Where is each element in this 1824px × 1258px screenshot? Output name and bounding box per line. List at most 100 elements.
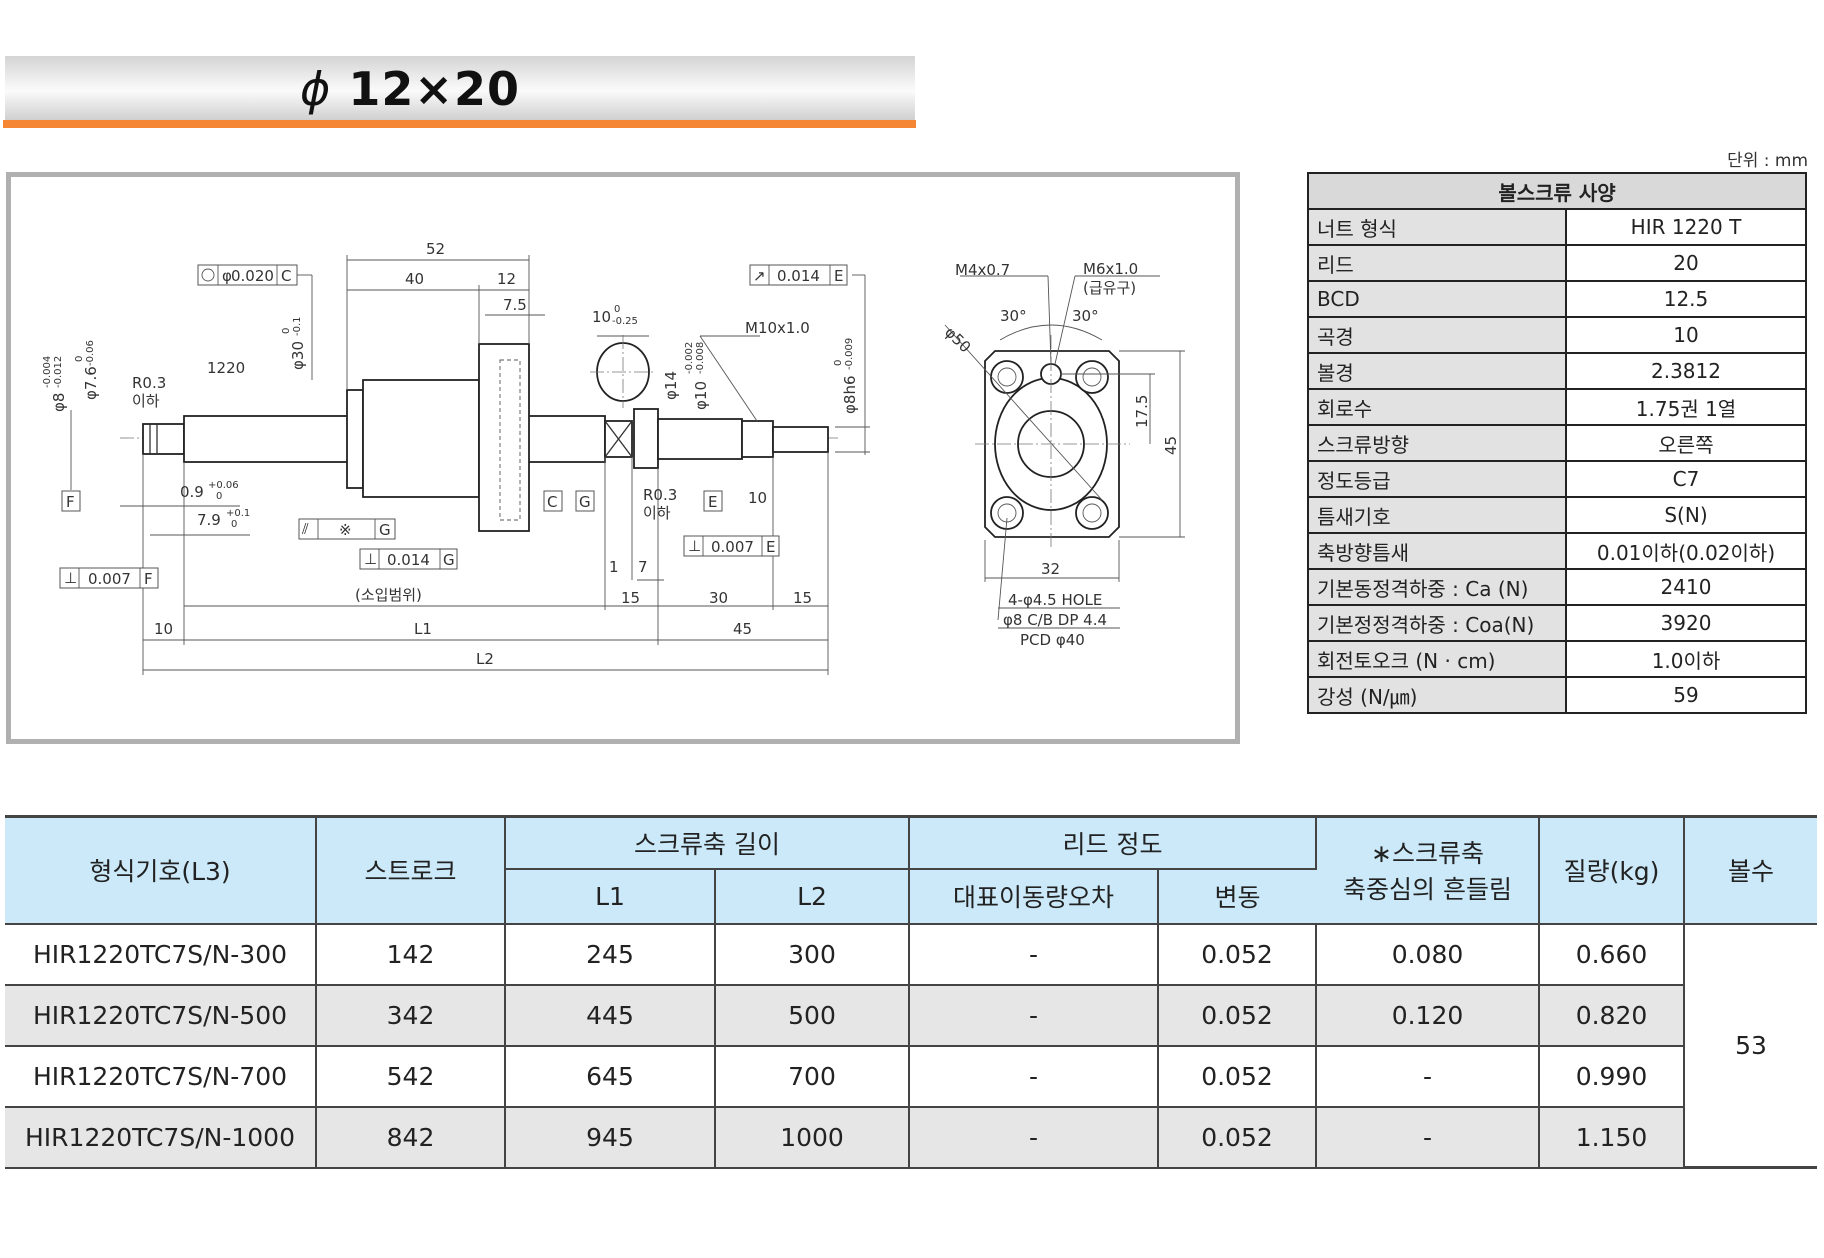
dim-label: φ8	[50, 393, 68, 412]
tolerance: 0	[614, 304, 620, 315]
cell-variation: 0.052	[1158, 1045, 1317, 1108]
dim-label: 52	[426, 240, 445, 258]
dim-label: 1220	[207, 359, 245, 377]
dim-label: 7.5	[503, 296, 527, 314]
spec-value: S(N)	[1565, 496, 1807, 534]
hardening-range-label: (소입범위)	[355, 586, 422, 604]
dim-label: 17.5	[1133, 395, 1151, 428]
fcf-datum: G	[443, 551, 455, 569]
dim-label-l2: L2	[476, 650, 494, 668]
bearing-journal	[657, 418, 743, 460]
cell-runout: 0.080	[1316, 923, 1540, 986]
spec-title: 볼스크류 사양	[1307, 172, 1807, 210]
cell-rep-error: -	[909, 923, 1159, 986]
tolerance: 0	[281, 328, 292, 334]
hole-note: φ8 C/B DP 4.4	[1003, 611, 1107, 629]
fcf-datum: C	[281, 267, 291, 285]
tolerance: +0.1	[226, 508, 250, 519]
angle-label: 30°	[1072, 307, 1099, 325]
fcf-symbol: ⫽	[301, 520, 309, 538]
header-l2: L2	[715, 868, 910, 925]
spec-value: 3920	[1565, 604, 1807, 642]
datum-label: E	[708, 493, 717, 511]
spec-value: 0.01이하(0.02이하)	[1565, 532, 1807, 570]
dim-label: 7.9	[197, 511, 221, 529]
fcf-datum: G	[379, 521, 391, 539]
spec-label: 스크류방향	[1307, 424, 1567, 462]
spec-label: 회로수	[1307, 388, 1567, 426]
cell-runout: -	[1316, 1045, 1540, 1108]
datum-label: F	[66, 493, 75, 511]
spec-value: 20	[1565, 244, 1807, 282]
dim-label: 40	[405, 270, 424, 288]
header-model: 형식기호(L3)	[5, 815, 317, 925]
tolerance: -0.1	[292, 316, 303, 336]
cell-l1: 645	[505, 1045, 716, 1108]
dim-label: M10x1.0	[745, 319, 810, 337]
hole-note: 4-φ4.5 HOLE	[1008, 591, 1102, 609]
spec-value: C7	[1565, 460, 1807, 498]
header-l1: L1	[505, 868, 716, 925]
collar	[633, 408, 659, 469]
cell-mass: 0.820	[1539, 984, 1685, 1047]
fcf-value: 0.020	[231, 267, 274, 285]
nut-body	[362, 379, 480, 498]
spec-label: 기본정정격하중 : Coa(N)	[1307, 604, 1567, 642]
spec-label: 볼경	[1307, 352, 1567, 390]
cell-balls: 53	[1684, 923, 1817, 1169]
hole-note: PCD φ40	[1020, 631, 1085, 649]
cell-rep-error: -	[909, 1106, 1159, 1169]
dim-label: 45	[733, 620, 752, 638]
spec-row: 기본동정격하중 : Ca (N)2410	[1307, 568, 1807, 606]
fcf-phi: φ	[222, 267, 232, 285]
dim-label-l1: L1	[414, 620, 432, 638]
cell-l2: 1000	[715, 1106, 910, 1169]
cell-variation: 0.052	[1158, 984, 1317, 1047]
tolerance: +0.06	[208, 480, 239, 491]
dim-label: 15	[621, 589, 640, 607]
header-screw-length: 스크류축 길이	[505, 815, 910, 870]
datum-label: G	[579, 493, 591, 511]
header-runout-line2: 축중심의 흔들림	[1343, 875, 1512, 905]
spec-row: 기본정정격하중 : Coa(N)3920	[1307, 604, 1807, 642]
fcf-datum: F	[144, 570, 153, 588]
spec-value: 10	[1565, 316, 1807, 354]
cell-rep-error: -	[909, 984, 1159, 1047]
cell-mass: 0.990	[1539, 1045, 1685, 1108]
spec-value: 2.3812	[1565, 352, 1807, 390]
dim-label: 이하	[132, 392, 160, 410]
spec-label: 곡경	[1307, 316, 1567, 354]
spec-value: 59	[1565, 676, 1807, 714]
fcf-symbol: ⊥	[64, 569, 77, 587]
shaft-end-right	[772, 426, 829, 453]
spec-value: 12.5	[1565, 280, 1807, 318]
header-lead-accuracy: 리드 정도	[909, 815, 1317, 870]
fcf-symbol: ⊥	[364, 550, 377, 568]
cell-l1: 445	[505, 984, 716, 1047]
dim-label: φ8h6	[841, 376, 859, 415]
spec-value: 2410	[1565, 568, 1807, 606]
spec-label: 정도등급	[1307, 460, 1567, 498]
tolerance: 0	[74, 356, 85, 362]
dim-label: 1	[609, 558, 619, 576]
thread-section	[741, 420, 774, 458]
technical-drawing: ⫽ ⊥ ⊥ ⊥ ↗ 52 40 12 7.5 10 0 -0.25 M10x1.…	[42, 240, 1185, 675]
spec-label: 축방향틈새	[1307, 532, 1567, 570]
cell-mass: 0.660	[1539, 923, 1685, 986]
datum-label: C	[547, 493, 557, 511]
fcf-symbol: ⊥	[688, 537, 701, 555]
cell-model: HIR1220TC7S/N-500	[5, 984, 317, 1047]
unit-label: 단위 : mm	[1727, 151, 1808, 171]
header-mass: 질량(kg)	[1539, 815, 1685, 925]
